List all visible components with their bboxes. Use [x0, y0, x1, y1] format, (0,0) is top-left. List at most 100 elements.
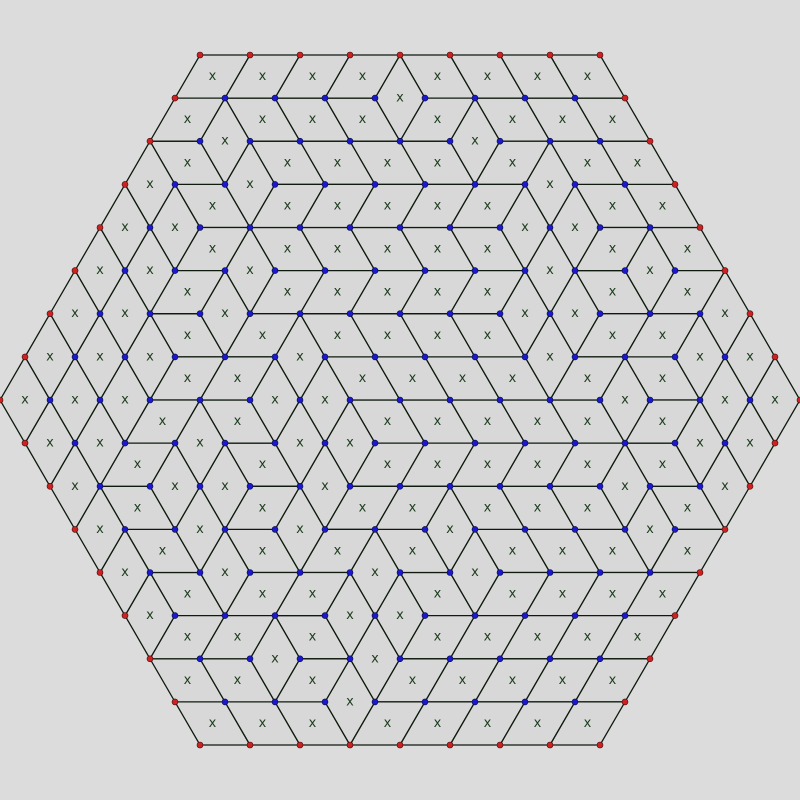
interior-vertex [546, 655, 554, 663]
tile-marker: x [284, 285, 292, 300]
tile-marker: x [184, 155, 192, 170]
interior-vertex [146, 396, 154, 404]
interior-vertex [321, 94, 329, 102]
tile-marker: x [321, 393, 329, 408]
tile-marker: x [721, 479, 729, 494]
tile-marker: x [584, 371, 592, 386]
tile-marker: x [121, 306, 129, 321]
boundary-vertex [171, 94, 179, 102]
interior-vertex [471, 439, 479, 447]
tile-marker: x [509, 587, 517, 602]
tile-marker: x [534, 716, 542, 731]
rhombus-tiles [0, 53, 800, 747]
interior-vertex [721, 439, 729, 447]
tile-marker: x [621, 393, 629, 408]
tile-marker: x [184, 587, 192, 602]
tile-marker: x [221, 565, 229, 580]
boundary-vertex [796, 396, 800, 404]
interior-vertex [396, 137, 404, 145]
tile-marker: x [321, 479, 329, 494]
boundary-vertex [396, 741, 404, 749]
tile-marker: x [509, 112, 517, 127]
interior-vertex [196, 310, 204, 318]
boundary-vertex [46, 482, 54, 490]
interior-vertex [371, 439, 379, 447]
boundary-vertex [21, 353, 29, 361]
tile-markers: x x x x x x x x x x x x x x x x x x x x x x x x x x x x x x x x x x x x x x x x… [21, 69, 779, 731]
boundary-vertex [696, 569, 704, 576]
boundary-vertex [71, 526, 79, 533]
interior-vertex [646, 396, 654, 404]
boundary-vertex [146, 137, 154, 145]
tile-marker: x [259, 69, 267, 84]
interior-vertex [421, 94, 429, 102]
tile-marker: x [646, 522, 654, 537]
interior-vertex [196, 482, 204, 490]
interior-vertex [221, 181, 229, 188]
interior-vertex [621, 439, 629, 447]
interior-vertex [346, 396, 354, 404]
tile-marker: x [184, 673, 192, 688]
tile-marker: x [234, 414, 242, 429]
interior-vertex [621, 181, 629, 188]
tile-marker: x [346, 608, 354, 623]
tile-marker: x [771, 393, 779, 408]
boundary-vertex [596, 51, 604, 59]
boundary-vertex [96, 569, 104, 576]
tile-marker: x [584, 630, 592, 645]
interior-vertex [471, 612, 479, 619]
tile-marker: x [634, 630, 642, 645]
tile-marker: x [484, 716, 492, 731]
tile-marker: x [484, 198, 492, 213]
interior-vertex [271, 94, 279, 102]
tile-marker: x [584, 69, 592, 84]
tile-marker: x [546, 349, 554, 364]
tile-marker: x [184, 630, 192, 645]
interior-vertex [371, 353, 379, 361]
tile-marker: x [509, 673, 517, 688]
tile-marker: x [296, 436, 304, 451]
interior-vertex [471, 526, 479, 533]
tile-marker: x [221, 479, 229, 494]
tile-marker: x [46, 349, 54, 364]
boundary-vertex [296, 741, 304, 749]
tile-marker: x [71, 306, 79, 321]
boundary-vertex [621, 698, 629, 706]
interior-vertex [496, 655, 504, 663]
boundary-vertex [196, 51, 204, 59]
tile-marker: x [409, 673, 417, 688]
interior-vertex [46, 396, 54, 404]
tile-marker: x [721, 393, 729, 408]
tile-marker: x [384, 198, 392, 213]
boundary-vertex [346, 51, 354, 59]
boundary-vertex [46, 310, 54, 318]
interior-vertex [296, 224, 304, 231]
tile-marker: x [359, 371, 367, 386]
tile-marker: x [684, 543, 692, 558]
tile-marker: x [621, 479, 629, 494]
tile-marker: x [246, 263, 254, 278]
interior-vertex [446, 482, 454, 490]
tile-marker: x [259, 457, 267, 472]
interior-vertex [171, 267, 179, 274]
tile-marker: x [659, 198, 667, 213]
interior-vertex [571, 353, 579, 361]
interior-vertex [321, 439, 329, 447]
tile-marker: x [146, 177, 154, 192]
interior-vertex [446, 396, 454, 404]
tile-marker: x [309, 69, 317, 84]
interior-vertex [246, 137, 254, 145]
tile-marker: x [609, 328, 617, 343]
interior-vertex [371, 612, 379, 619]
interior-vertex [471, 267, 479, 274]
tile-marker: x [659, 328, 667, 343]
interior-vertex [221, 353, 229, 361]
interior-vertex [596, 396, 604, 404]
interior-vertex [321, 353, 329, 361]
interior-vertex [571, 526, 579, 533]
tile-marker: x [434, 155, 442, 170]
tile-marker: x [309, 630, 317, 645]
tile-marker: x [121, 220, 129, 235]
interior-vertex [571, 94, 579, 102]
boundary-vertex [246, 51, 254, 59]
